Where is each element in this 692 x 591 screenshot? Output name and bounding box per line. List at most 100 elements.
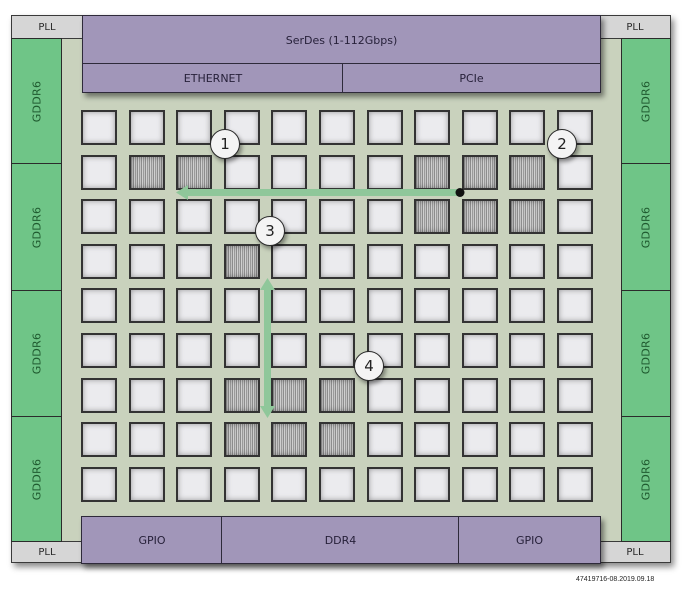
compute-tile xyxy=(462,288,498,323)
active-compute-tile xyxy=(509,199,545,234)
ddr4-block: DDR4 xyxy=(221,516,460,564)
compute-tile xyxy=(462,333,498,368)
compute-tile xyxy=(176,110,212,145)
serdes-label: SerDes (1-112Gbps) xyxy=(285,33,398,47)
compute-tile xyxy=(367,288,403,323)
gddr6-right-1: GDDR6 xyxy=(621,38,671,164)
active-compute-tile xyxy=(462,155,498,190)
active-compute-tile xyxy=(319,378,355,413)
compute-tile xyxy=(224,155,260,190)
compute-tile xyxy=(81,467,117,502)
compute-tile xyxy=(81,378,117,413)
compute-tile xyxy=(129,244,165,279)
active-compute-tile xyxy=(271,378,307,413)
compute-tile xyxy=(129,422,165,457)
pcie-label: PCIe xyxy=(459,71,484,85)
compute-tile xyxy=(462,422,498,457)
pll-label: PLL xyxy=(38,546,56,558)
compute-tile xyxy=(81,155,117,190)
vertical-bidirectional-arrow xyxy=(260,278,275,418)
active-compute-tile xyxy=(224,244,260,279)
compute-tile xyxy=(414,467,450,502)
top-io-block: SerDes (1-112Gbps) ETHERNET PCIe xyxy=(82,15,601,93)
gpio-label: GPIO xyxy=(138,533,166,547)
figure-id-footnote: 47419716-08.2019.09.18 xyxy=(576,576,655,583)
compute-tile xyxy=(509,422,545,457)
active-compute-tile xyxy=(414,199,450,234)
compute-tile xyxy=(271,467,307,502)
compute-tile xyxy=(224,288,260,323)
gpio-left-block: GPIO xyxy=(81,516,223,564)
gddr6-left-2: GDDR6 xyxy=(11,163,62,291)
compute-tile xyxy=(319,288,355,323)
gddr6-left-4: GDDR6 xyxy=(11,416,62,542)
compute-tile xyxy=(557,378,593,413)
compute-tile xyxy=(129,199,165,234)
compute-tile xyxy=(509,244,545,279)
compute-tile xyxy=(367,199,403,234)
compute-tile xyxy=(367,244,403,279)
compute-tile xyxy=(462,244,498,279)
callout-number: 2 xyxy=(557,135,567,153)
compute-tile xyxy=(176,378,212,413)
compute-tile xyxy=(367,110,403,145)
compute-tile xyxy=(224,333,260,368)
gddr6-left-1: GDDR6 xyxy=(11,38,62,164)
compute-tile xyxy=(367,378,403,413)
compute-tile xyxy=(319,333,355,368)
compute-tile xyxy=(176,288,212,323)
compute-tile xyxy=(367,422,403,457)
compute-tile xyxy=(462,110,498,145)
compute-tile xyxy=(176,244,212,279)
compute-tile xyxy=(81,333,117,368)
compute-tile xyxy=(557,288,593,323)
compute-tile xyxy=(176,422,212,457)
compute-tile xyxy=(557,333,593,368)
compute-tile xyxy=(224,199,260,234)
active-compute-tile xyxy=(319,422,355,457)
gpio-right-block: GPIO xyxy=(458,516,601,564)
pll-top-left: PLL xyxy=(11,15,83,39)
compute-tile xyxy=(557,155,593,190)
compute-tile xyxy=(509,467,545,502)
compute-tile xyxy=(319,244,355,279)
active-compute-tile xyxy=(462,199,498,234)
compute-tile xyxy=(271,333,307,368)
compute-tile xyxy=(271,288,307,323)
compute-tile xyxy=(129,288,165,323)
compute-tile xyxy=(557,422,593,457)
compute-tile xyxy=(367,467,403,502)
compute-tile xyxy=(129,110,165,145)
pcie-block: PCIe xyxy=(342,63,601,93)
compute-tile xyxy=(557,199,593,234)
gpio-label: GPIO xyxy=(515,533,544,547)
gddr6-left-3: GDDR6 xyxy=(11,290,62,417)
compute-tile xyxy=(557,467,593,502)
ethernet-label: ETHERNET xyxy=(183,71,243,85)
compute-tile xyxy=(81,110,117,145)
active-compute-tile xyxy=(271,422,307,457)
active-compute-tile xyxy=(224,378,260,413)
compute-tile xyxy=(224,467,260,502)
compute-tile xyxy=(129,378,165,413)
callout-1-badge: 1 xyxy=(210,129,240,159)
active-compute-tile xyxy=(224,422,260,457)
serdes-block: SerDes (1-112Gbps) xyxy=(82,15,601,65)
callout-number: 1 xyxy=(220,135,230,153)
compute-tile xyxy=(129,467,165,502)
active-compute-tile xyxy=(129,155,165,190)
compute-tile xyxy=(176,333,212,368)
compute-tile xyxy=(414,378,450,413)
arrow-origin-dot-icon xyxy=(455,188,465,197)
compute-tile xyxy=(319,155,355,190)
compute-tile xyxy=(319,110,355,145)
horizontal-arrow-left xyxy=(176,185,465,200)
callout-2-badge: 2 xyxy=(547,129,577,159)
compute-tile xyxy=(81,199,117,234)
compute-tile xyxy=(414,333,450,368)
pll-label: PLL xyxy=(626,546,644,558)
compute-tile xyxy=(319,467,355,502)
compute-tile xyxy=(414,422,450,457)
